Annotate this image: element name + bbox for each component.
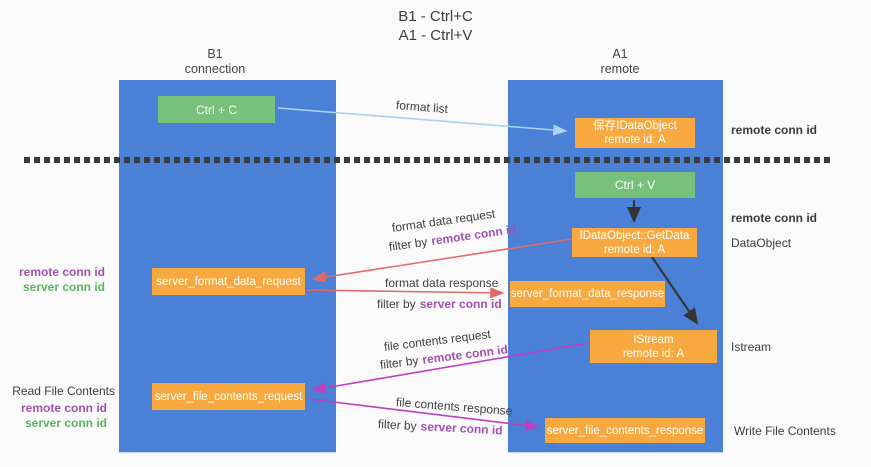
lane-left-name: B1 — [207, 47, 223, 61]
title-line-1: B1 - Ctrl+C — [398, 8, 473, 25]
node-idataobject-getdata: IDataObject::GetData remote id: A — [572, 228, 697, 257]
save-idataobject-line1: 保存IDataObject — [593, 120, 677, 132]
filter-by-text: filter by — [388, 234, 429, 254]
server-conn-id-text: server conn id — [420, 419, 503, 438]
annotation-remote-conn-id-left-1: remote conn id — [18, 265, 105, 279]
ctrl-v-label: Ctrl + V — [614, 178, 656, 192]
filter-by-text: filter by — [379, 353, 420, 372]
arrow-format-data-response — [306, 287, 505, 299]
lane-left-role: connection — [184, 62, 246, 76]
annotation-dataobject: DataObject — [731, 236, 792, 250]
label-format-data-response: format data response — [385, 276, 499, 290]
getdata-line1: IDataObject::GetData — [579, 229, 690, 242]
annotation-write-file-contents: Write File Contents — [734, 424, 836, 438]
save-idataobject-line2: remote id: A — [604, 134, 666, 146]
annotation-server-conn-id-left-1: server conn id — [22, 280, 105, 294]
node-server-file-contents-response: server_file_contents_response — [545, 418, 705, 443]
annotation-server-conn-id-left-2: server conn id — [24, 416, 107, 430]
annotation-remote-conn-id-left-2: remote conn id — [20, 401, 107, 415]
annotation-read-file-contents: Read File Contents — [12, 384, 115, 398]
label-format-list: format list — [395, 98, 449, 117]
annotation-remote-conn-id-mid: remote conn id — [731, 211, 818, 225]
getdata-line2: remote id: A — [603, 243, 666, 256]
lane-header-left: B1 connection — [155, 47, 275, 77]
node-server-file-contents-request: server_file_contents_request — [152, 383, 305, 410]
lane-right-role: remote — [600, 62, 640, 76]
node-istream: IStream remote id: A — [590, 330, 717, 363]
label-file-contents-response: file contents response — [395, 395, 513, 419]
node-save-idataobject: 保存IDataObject remote id: A — [575, 118, 695, 148]
lane-header-right: A1 remote — [560, 47, 680, 77]
filter-by-text: filter by — [377, 417, 418, 434]
phase-separator-dashed-line — [24, 157, 834, 163]
server-file-contents-request-label: server_file_contents_request — [154, 390, 303, 403]
ctrl-c-label: Ctrl + C — [195, 102, 237, 117]
lane-right-name: A1 — [612, 47, 628, 61]
istream-line1: IStream — [633, 333, 674, 346]
node-server-format-data-response: server_format_data_response — [510, 281, 665, 307]
server-file-contents-response-label: server_file_contents_response — [546, 424, 704, 437]
annotation-conn-ids-file: remote conn id server conn id — [8, 401, 107, 431]
server-format-data-request-label: server_format_data_request — [156, 275, 301, 288]
title-line-2: A1 - Ctrl+V — [398, 27, 473, 44]
filter-by-text: filter by — [377, 297, 416, 311]
server-conn-id-text: server conn id — [419, 297, 502, 311]
annotation-remote-conn-id-top: remote conn id — [731, 123, 818, 137]
node-ctrl-v: Ctrl + V — [575, 172, 695, 198]
diagram-title: B1 - Ctrl+C A1 - Ctrl+V — [0, 7, 871, 45]
annotation-istream: Istream — [731, 340, 772, 354]
node-ctrl-c: Ctrl + C — [158, 96, 275, 123]
annotation-conn-ids-format: remote conn id server conn id — [8, 265, 105, 295]
node-server-format-data-request: server_format_data_request — [152, 268, 305, 295]
server-format-data-response-label: server_format_data_response — [510, 288, 665, 300]
istream-line2: remote id: A — [622, 347, 685, 360]
